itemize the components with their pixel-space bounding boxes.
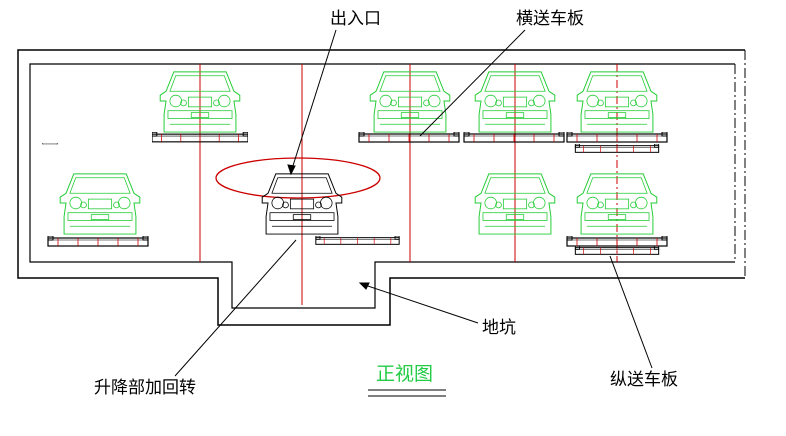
label-lift-rotate: 升降部加回转 [94, 378, 196, 398]
label-longitudinal-plate: 纵送车板 [610, 370, 678, 390]
inner-wall [29, 63, 735, 309]
lower-row [59, 173, 658, 235]
view-title: 正视图 [376, 363, 433, 385]
rotation-path [215, 157, 381, 199]
upper-plates [42, 132, 668, 153]
upper-row [159, 71, 658, 133]
leader-lines [174, 29, 653, 377]
label-transverse-plate: 横送车板 [516, 9, 584, 29]
car-icon [59, 173, 141, 235]
label-entrance: 出入口 [330, 9, 381, 29]
outer-wall [17, 49, 745, 326]
lower-plates [47, 236, 668, 255]
label-pit: 地坑 [482, 318, 516, 338]
